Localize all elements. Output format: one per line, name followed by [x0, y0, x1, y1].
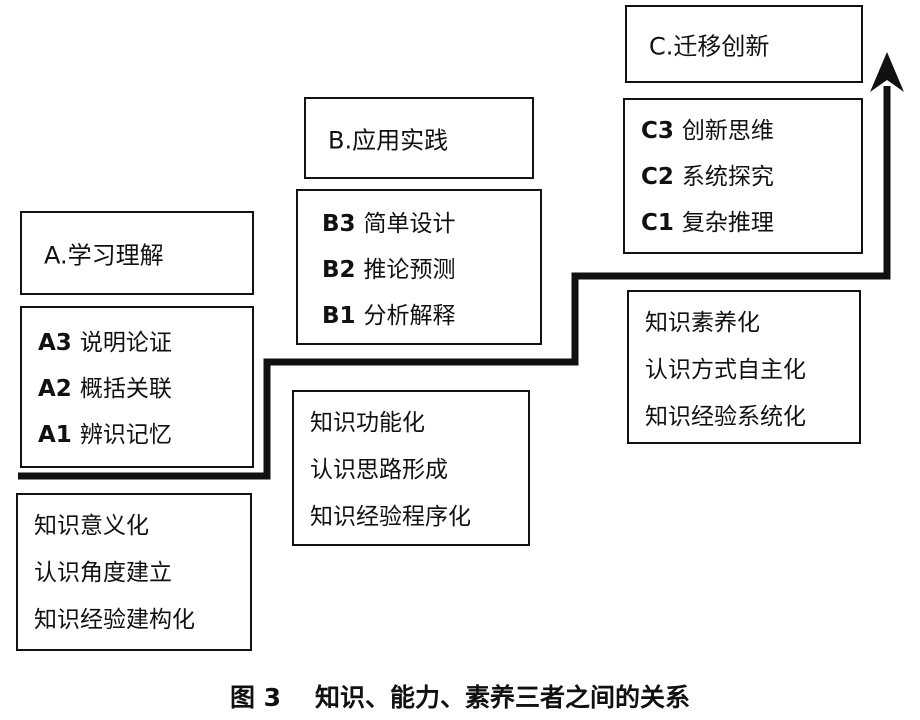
knowledge-b-3: 知识经验程序化 — [310, 504, 471, 530]
arrow-head-icon — [870, 52, 904, 92]
level-b-title: B.应用实践 — [328, 126, 449, 155]
knowledge-a-3: 知识经验建构化 — [34, 607, 195, 633]
figure-number: 图 3 — [229, 683, 282, 712]
level-c-knowledge-box: 知识素养化 认识方式自主化 知识经验系统化 — [627, 290, 861, 444]
knowledge-b-2: 认识思路形成 — [310, 457, 448, 483]
knowledge-a-2: 认识角度建立 — [34, 560, 172, 586]
level-c-title: C.迁移创新 — [649, 32, 770, 61]
level-b-knowledge-box: 知识功能化 认识思路形成 知识经验程序化 — [292, 390, 530, 546]
level-a-title-box: A.学习理解 — [20, 211, 254, 295]
knowledge-c-3: 知识经验系统化 — [645, 404, 806, 430]
knowledge-a-1: 知识意义化 — [34, 513, 149, 539]
level-a-knowledge-box: 知识意义化 认识角度建立 知识经验建构化 — [16, 493, 252, 651]
level-b-title-box: B.应用实践 — [304, 97, 534, 179]
level-a-title: A.学习理解 — [44, 241, 164, 270]
level-c-title-box: C.迁移创新 — [625, 5, 863, 83]
figure-caption: 图 3 知识、能力、素养三者之间的关系 — [0, 678, 920, 714]
staircase-path — [18, 86, 891, 480]
knowledge-c-2: 认识方式自主化 — [645, 357, 806, 383]
knowledge-b-1: 知识功能化 — [310, 410, 425, 436]
figure-caption-text: 知识、能力、素养三者之间的关系 — [315, 683, 691, 712]
knowledge-c-1: 知识素养化 — [645, 310, 760, 336]
